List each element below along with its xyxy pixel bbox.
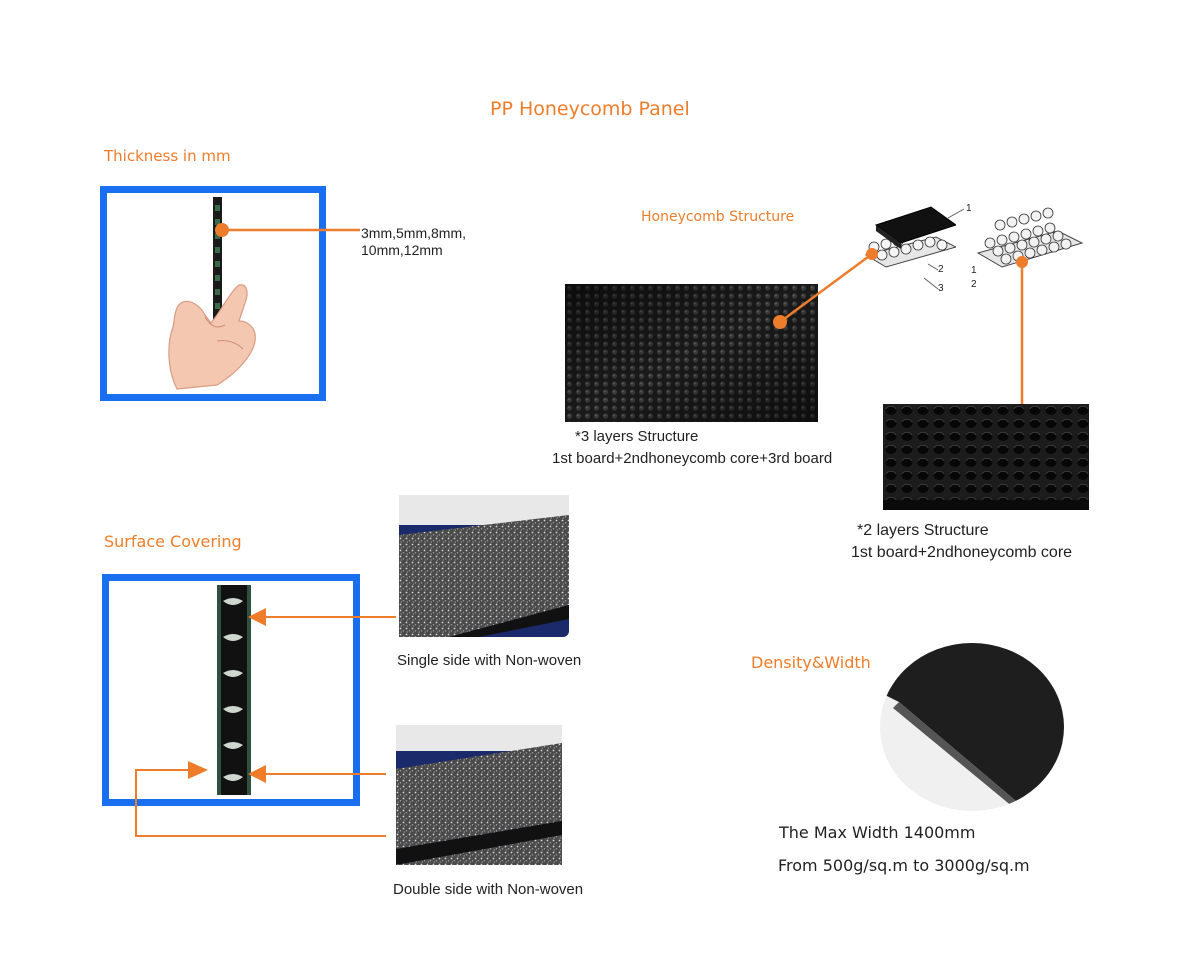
double-side-photo [396, 725, 562, 865]
diagram-label-3: 3 [938, 283, 944, 294]
two-layer-title: *2 layers Structure [857, 522, 989, 539]
thickness-values-line1: 3mm,5mm,8mm, [361, 225, 466, 241]
diagram-label-1b: 1 [971, 265, 977, 276]
double-side-arrow-left [135, 761, 386, 837]
honeycomb-heading: Honeycomb Structure [641, 209, 795, 225]
three-layer-desc: 1st board+2ndhoneycomb core+3rd board [552, 450, 833, 467]
three-layer-diagram [864, 206, 956, 268]
three-layer-pointer [773, 248, 878, 329]
thickness-values: 3mm,5mm,8mm, 10mm,12mm [361, 225, 466, 259]
double-side-caption: Double side with Non-woven [393, 881, 584, 898]
panel-edge-closeup-image [217, 585, 251, 795]
double-side-arrow-right [248, 765, 386, 783]
thickness-values-line2: 10mm,12mm [361, 242, 443, 258]
page-title: PP Honeycomb Panel [490, 98, 690, 120]
single-side-caption: Single side with Non-woven [397, 652, 582, 669]
single-side-arrow [248, 608, 396, 626]
single-side-photo [399, 495, 569, 637]
hand-holding-panel-image [168, 197, 256, 390]
thickness-heading: Thickness in mm [104, 147, 231, 165]
two-layer-board-photo [883, 404, 1089, 510]
thickness-pointer [215, 223, 360, 237]
three-layer-board-photo [565, 284, 818, 422]
diagram-label-2: 2 [938, 264, 944, 275]
diagram-label-1: 1 [966, 203, 972, 214]
surface-photo-frame [102, 574, 360, 806]
surface-heading: Surface Covering [104, 532, 242, 551]
diagram-leader-lines-left [923, 208, 965, 290]
density-circle-photo [880, 643, 1064, 811]
thickness-photo-frame [100, 186, 326, 401]
three-layer-title: *3 layers Structure [575, 428, 699, 445]
diagram-label-2b: 2 [971, 279, 977, 290]
two-layer-desc: 1st board+2ndhoneycomb core [851, 544, 1073, 561]
max-width-text: The Max Width 1400mm [779, 823, 976, 842]
density-heading: Density&Width [751, 653, 871, 672]
density-range-text: From 500g/sq.m to 3000g/sq.m [778, 856, 1030, 875]
